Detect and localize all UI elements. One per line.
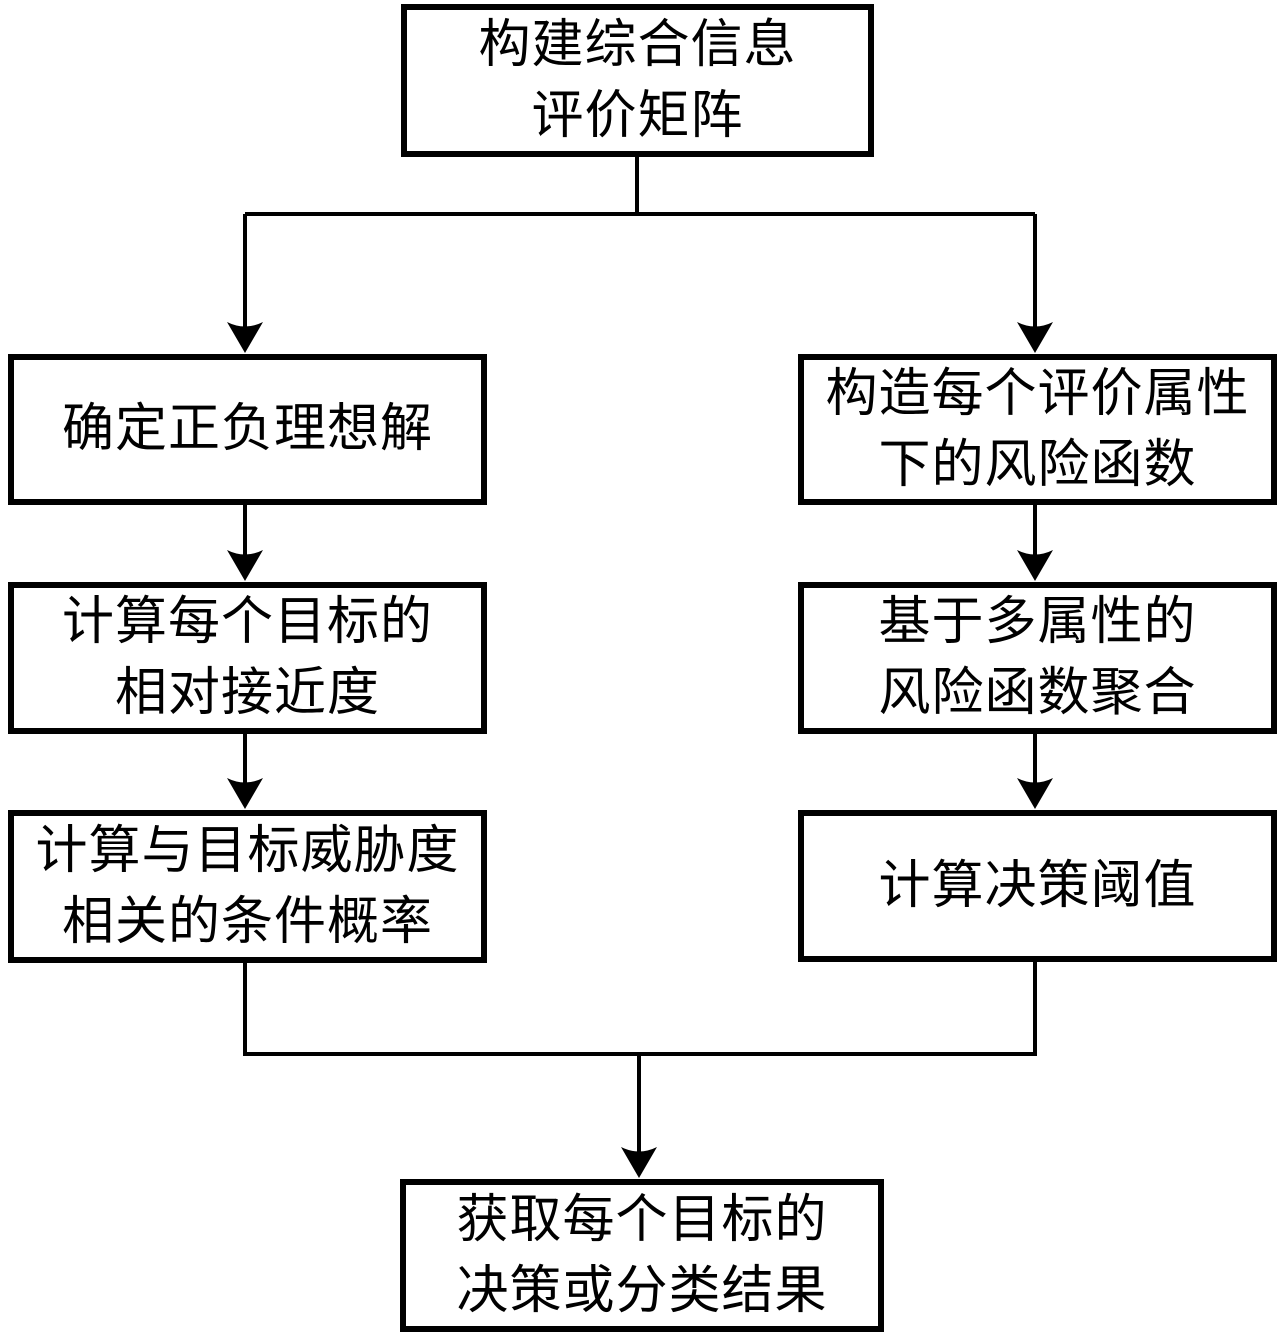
- node-final-result: 获取每个目标的 决策或分类结果: [400, 1179, 884, 1332]
- arrowhead-left-1: [227, 550, 263, 581]
- arrowhead-left-2: [227, 778, 263, 809]
- node-decision-threshold: 计算决策阈值: [798, 810, 1277, 962]
- arrowhead-final: [621, 1147, 657, 1178]
- arrowhead-right-branch: [1017, 322, 1053, 353]
- node-build-evaluation-matrix: 构建综合信息 评价矩阵: [401, 4, 874, 157]
- arrowhead-right-2: [1017, 778, 1053, 809]
- arrowhead-left-branch: [227, 322, 263, 353]
- node-risk-function-aggregation: 基于多属性的 风险函数聚合: [798, 582, 1277, 734]
- node-relative-closeness: 计算每个目标的 相对接近度: [8, 582, 487, 734]
- arrowhead-right-1: [1017, 550, 1053, 581]
- node-construct-risk-functions: 构造每个评价属性 下的风险函数: [798, 354, 1277, 505]
- node-conditional-probability: 计算与目标威胁度 相关的条件概率: [8, 810, 487, 963]
- node-determine-ideal-solutions: 确定正负理想解: [8, 354, 487, 505]
- edge-merge: [243, 960, 1037, 1173]
- edge-top-split: [243, 156, 1037, 348]
